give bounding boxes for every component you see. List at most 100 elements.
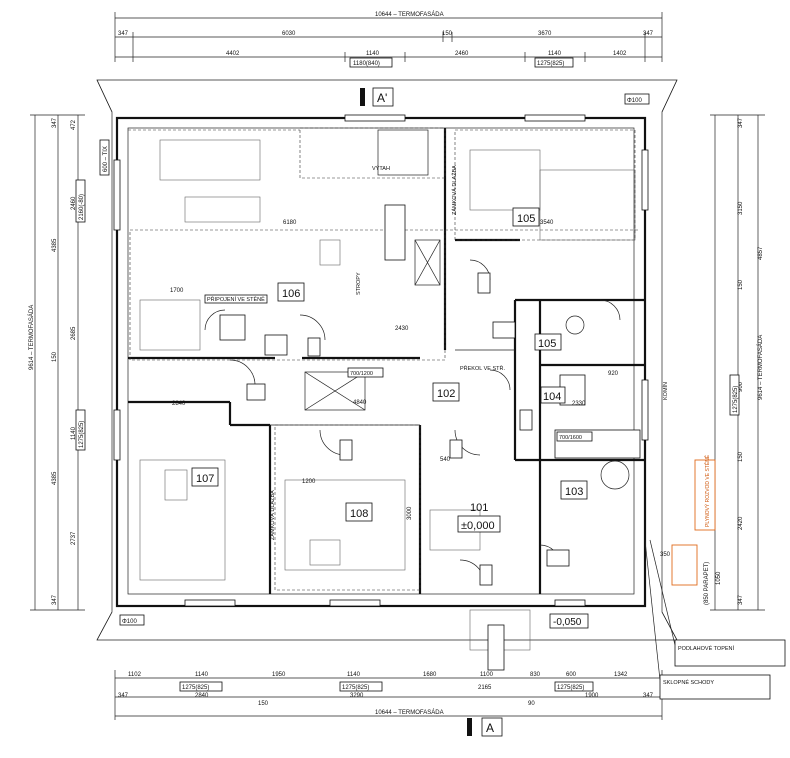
- room-105b: 105: [538, 338, 556, 350]
- dim-left-2: 4385: [52, 238, 58, 252]
- dim-top-win1: 1180(840): [353, 61, 380, 67]
- label-zamkova-1: ZÁMKOVÁ DLAŽBA: [450, 165, 458, 215]
- level-entrance: -0,050: [553, 617, 582, 628]
- exterior-wall: [115, 116, 647, 608]
- dim-2330: 2330: [572, 401, 586, 407]
- note-sklopne: SKLOPNÉ SCHODY: [663, 679, 714, 686]
- dim-right-total: 9614 – TERMOFASÁDA: [757, 335, 764, 400]
- dim-bottom-13: 3290: [350, 693, 364, 699]
- dim-bottom-win1: 1275(825): [182, 685, 209, 691]
- dim-left-inner-3: 2160(-80): [79, 194, 85, 220]
- dim-920: 920: [608, 371, 619, 377]
- dim-left-4: 4385: [52, 471, 58, 485]
- dim-top-8: 2460: [455, 51, 469, 57]
- dim-top-4: 3670: [538, 31, 552, 37]
- top-dimensions: [114, 12, 663, 62]
- dim-left-inner-6: 1275(825): [79, 421, 85, 448]
- label-komin: KOMÍN: [662, 382, 669, 400]
- dim-bottom-4: 1140: [347, 672, 361, 678]
- notes-group: [644, 459, 786, 700]
- dim-bottom-10: 347: [118, 693, 129, 699]
- dim-right-big: 4857: [758, 246, 764, 260]
- section-label-top: A': [377, 91, 387, 105]
- label-stair-1: 700/1200: [350, 371, 373, 377]
- dim-bottom-14: 90: [528, 701, 535, 707]
- dim-bottom-15: 1900: [585, 693, 599, 699]
- boiler-box: [671, 544, 698, 586]
- label-stropy: STROPY: [356, 272, 362, 295]
- dim-2840: 2840: [172, 401, 186, 407]
- room-108: 108: [350, 508, 368, 520]
- level-corner-bottom: Φ100: [122, 619, 137, 625]
- dim-top-2: 6030: [282, 31, 296, 37]
- dim-top-9: 1140: [548, 51, 562, 57]
- dim-right-4: 900: [738, 381, 744, 392]
- dim-left-3: 150: [52, 351, 58, 362]
- dim-right-8: 1050: [716, 571, 722, 585]
- section-marker-bottom: [467, 717, 503, 737]
- dim-right-5: 1275(825): [733, 386, 739, 413]
- door-tags: [246, 272, 570, 586]
- dim-left-inner-5: 1140: [71, 426, 77, 440]
- dim-left-inner-4: 2685: [71, 326, 77, 340]
- dim-right-3: 150: [738, 279, 744, 290]
- dim-right-6: 150: [738, 451, 744, 462]
- dim-1700: 1700: [170, 288, 184, 294]
- dim-left-total: 9614 – TERMOFASÁDA: [28, 305, 35, 370]
- level-floor: ±0,000: [461, 520, 495, 532]
- door-swings: [204, 259, 621, 586]
- room-107: 107: [196, 473, 214, 485]
- dim-top-3: 150: [442, 31, 453, 37]
- room-104: 104: [543, 391, 561, 403]
- dim-bottom-16: 347: [643, 693, 654, 699]
- level-corner-top: Φ100: [627, 98, 642, 104]
- dim-350: 350: [660, 552, 671, 558]
- dim-left-1: 347: [52, 117, 58, 128]
- dim-1200: 1200: [302, 479, 316, 485]
- dim-bottom-6: 1100: [480, 672, 494, 678]
- note-podlahove: PODLAHOVÉ TOPENÍ: [678, 645, 735, 652]
- dim-bottom-9: 1342: [614, 672, 628, 678]
- room-106: 106: [282, 288, 300, 300]
- label-prekol: PŘEKOL VE STŘ.: [460, 364, 506, 372]
- dim-bottom-win4: 1275(825): [557, 685, 584, 691]
- dim-top-total: 10644 – TERMOFASÁDA: [375, 11, 444, 18]
- dim-left-tag: 600 – TIX: [103, 146, 109, 172]
- dim-right-2: 3150: [738, 201, 744, 215]
- room-106-area: 6180: [283, 220, 297, 226]
- section-label-bottom: A: [486, 721, 494, 735]
- dim-top-6: 4402: [226, 51, 240, 57]
- dim-top-7: 1140: [366, 51, 380, 57]
- dim-left-inner-7: 2737: [71, 531, 77, 545]
- dim-top-1: 347: [118, 31, 129, 37]
- room-102: 102: [437, 388, 455, 400]
- room-103: 103: [565, 486, 583, 498]
- dim-bottom-total: 10644 – TERMOFASÁDA: [375, 709, 444, 716]
- dim-bottom-2: 1140: [195, 672, 209, 678]
- dim-2430: 2430: [395, 326, 409, 332]
- dim-bottom-win3: 2165: [478, 685, 492, 691]
- room-101: 101: [470, 502, 488, 514]
- dim-bottom-12: 150: [258, 701, 269, 707]
- room-105-area: 3540: [540, 220, 554, 226]
- dim-bottom-1: 1102: [128, 672, 142, 678]
- interior-walls: [128, 128, 645, 594]
- interior-wall-line: [127, 127, 635, 595]
- dim-top-10: 1402: [613, 51, 627, 57]
- dim-right-7: 2420: [738, 516, 744, 530]
- label-zamkova-2: ZÁMKOVÁ DLAŽBA: [268, 490, 276, 540]
- dim-bottom-3: 1950: [272, 672, 286, 678]
- room-105: 105: [517, 213, 535, 225]
- furniture: [139, 129, 698, 671]
- dim-3000: 3000: [407, 506, 413, 520]
- dim-bottom-11: 2840: [195, 693, 209, 699]
- windows: [113, 114, 649, 607]
- dim-right-9: 347: [738, 594, 744, 605]
- label-vytah: VÝTAH: [372, 165, 390, 172]
- right-dimensions: [710, 114, 765, 611]
- dim-left-5: 347: [52, 594, 58, 605]
- label-stair-2: 700/1600: [559, 435, 582, 441]
- label-pripojeni: PŘIPOJENÍ VE STĚNĚ: [207, 295, 265, 303]
- dim-4840: 4840: [353, 400, 367, 406]
